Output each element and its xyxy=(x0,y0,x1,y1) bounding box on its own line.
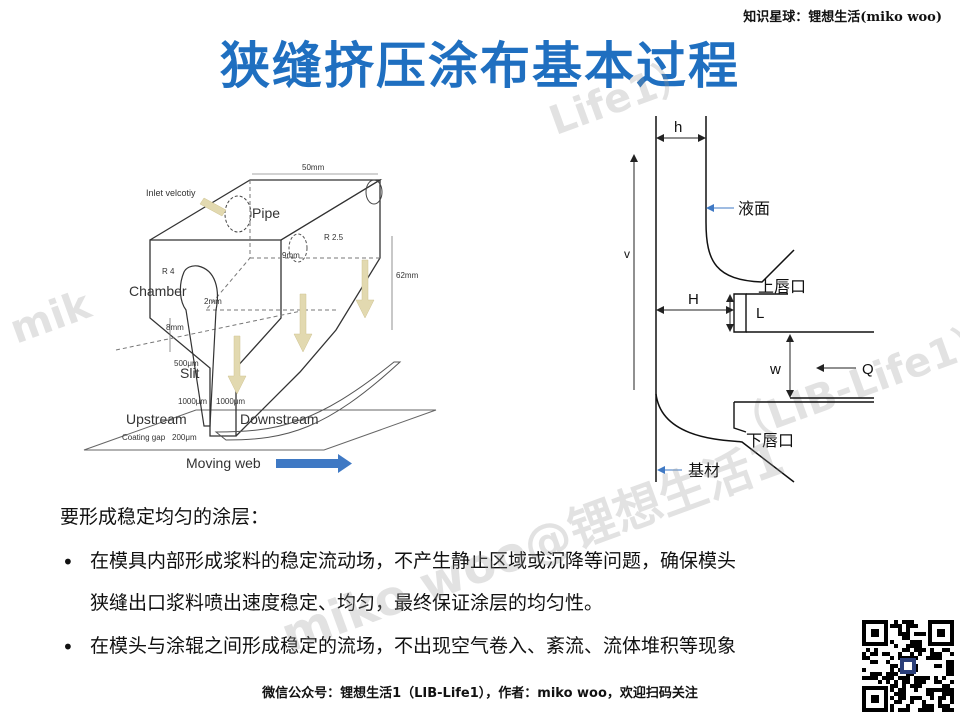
dim-1000um-right-label: 1000μm xyxy=(216,397,245,406)
h-label: h xyxy=(674,119,682,136)
slot-die-schematic: Inlet velcotiy Pipe 50mm R 2.5 9mm R 4 C… xyxy=(83,163,437,473)
coating-layer xyxy=(214,361,402,441)
w-label: w xyxy=(769,361,781,378)
upstream-label: Upstream xyxy=(126,411,187,427)
qr-code xyxy=(862,620,954,712)
dim-500um-label: 500μm xyxy=(174,359,199,368)
dim-200um-label: 200μm xyxy=(172,433,197,442)
page-title: 狭缝挤压涂布基本过程 xyxy=(220,37,740,95)
chamber-label: Chamber xyxy=(129,283,187,299)
H-label: H xyxy=(688,291,699,308)
content-heading: 要形成稳定均匀的涂层： xyxy=(60,506,270,528)
slit-label: Slit xyxy=(180,365,200,381)
dim-50mm-label: 50mm xyxy=(302,163,325,172)
coating-curve xyxy=(655,393,795,483)
dim-8mm-label: 8mm xyxy=(166,323,184,332)
dim-62mm-label: 62mm xyxy=(396,271,419,280)
L-label: L xyxy=(756,305,764,322)
dim-9mm-label: 9mm xyxy=(282,251,300,260)
v-label: v xyxy=(624,247,630,261)
upper-lip-label: 上唇口 xyxy=(758,277,806,296)
pipe-label: Pipe xyxy=(252,205,280,221)
pipe-end-back xyxy=(365,179,383,205)
lower-lip-label: 下唇口 xyxy=(746,431,794,450)
substrate-label: 基材 xyxy=(688,461,720,480)
slot-lip-cross-section: h v 液面 H 上唇口 L w Q 下唇口 基材 xyxy=(624,116,874,483)
Q-label: Q xyxy=(862,361,874,378)
r4-label: R 4 xyxy=(162,267,175,276)
chamber-outline xyxy=(179,265,219,427)
liquid-surface-curve xyxy=(705,116,795,283)
hidden-edges xyxy=(115,180,380,351)
liquid-surface-label: 液面 xyxy=(738,199,770,218)
r25-label: R 2.5 xyxy=(324,233,344,242)
bullet-marker: • xyxy=(62,550,74,574)
lower-lip xyxy=(733,401,874,433)
dim-1000um-left-label: 1000μm xyxy=(178,397,207,406)
footer-caption: 微信公众号：锂想生活1（LIB-Life1），作者：miko woo，欢迎扫码关… xyxy=(262,686,698,701)
die-side-face xyxy=(235,178,381,437)
coating-gap-label: Coating gap xyxy=(122,433,166,442)
bullet-marker: • xyxy=(62,635,74,659)
substrate-plane xyxy=(83,409,437,451)
r25-circle xyxy=(288,233,308,263)
moving-web-label: Moving web xyxy=(186,455,261,471)
inlet-arrow xyxy=(199,197,227,217)
dim-2mm-label: 2mm xyxy=(204,297,222,306)
flow-arrow xyxy=(355,259,375,319)
bullet-2-line-1: 在模头与涂辊之间形成稳定的流场，不出现空气卷入、紊流、流体堆积等现象 xyxy=(90,635,737,657)
bullet-1-line-2: 狭缝出口浆料喷出速度稳定、均匀，最终保证涂层的均匀性。 xyxy=(90,592,604,614)
flow-arrow xyxy=(293,293,313,353)
bullet-1-line-1: 在模具内部形成浆料的稳定流动场，不产生静止区域或沉降等问题，确保模头 xyxy=(90,550,737,572)
upper-lip xyxy=(733,293,747,333)
pipe-end xyxy=(224,195,252,233)
flow-arrow xyxy=(227,335,247,395)
inlet-velocity-label: Inlet velcotiy xyxy=(146,188,196,198)
downstream-label: Downstream xyxy=(240,411,319,427)
moving-web-arrow xyxy=(276,459,340,468)
author-credit: 知识星球：锂想生活(miko woo) xyxy=(743,10,942,25)
